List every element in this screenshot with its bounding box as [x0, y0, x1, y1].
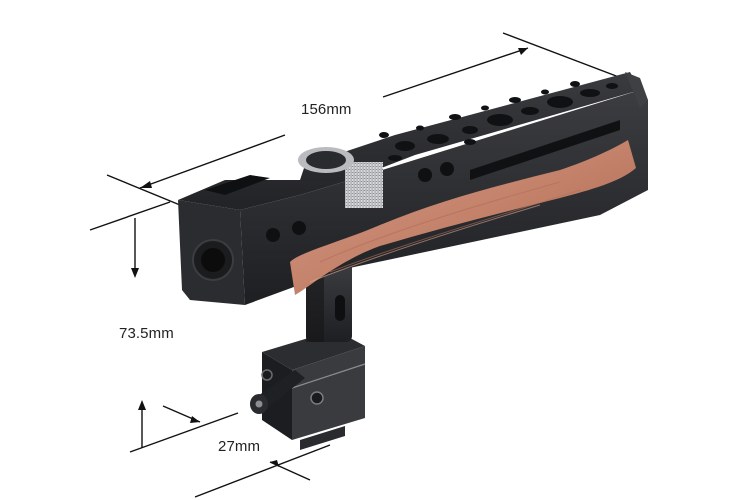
- dimension-length-lines: [89, 32, 633, 231]
- knurled-knob: [298, 147, 383, 208]
- dimension-arrowheads-2: [131, 268, 279, 467]
- dimension-length-label: 156mm: [301, 101, 352, 118]
- dimension-arrowheads: [140, 48, 528, 188]
- dimension-width-label: 27mm: [218, 438, 261, 455]
- wood-grip: [290, 140, 636, 295]
- rail-clamp: [250, 330, 366, 450]
- dimension-height-label: 73.5mm: [119, 325, 174, 342]
